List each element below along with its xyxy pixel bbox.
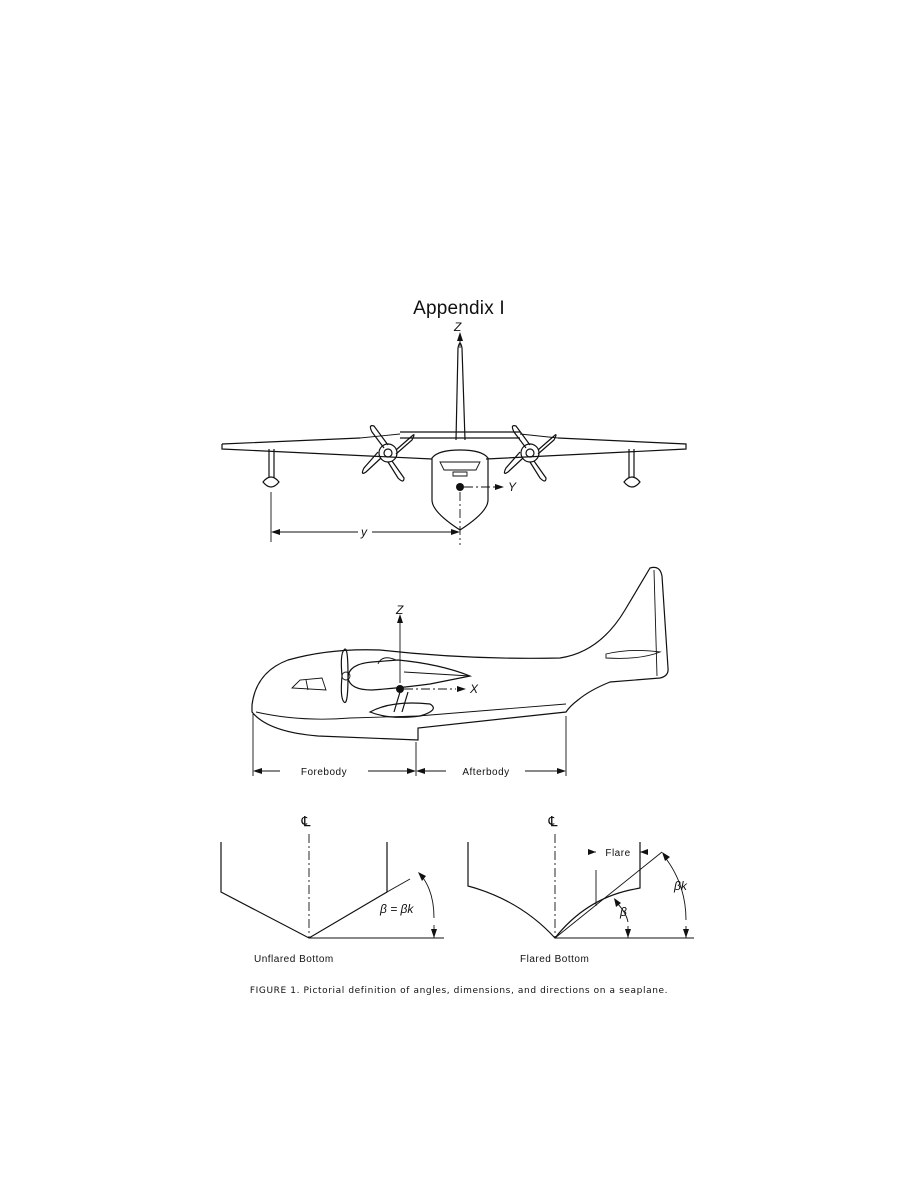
flared-title: Flared Bottom	[520, 954, 589, 965]
x-axis-label: X	[469, 682, 479, 696]
z-axis-arrow-front	[457, 332, 463, 341]
afterbody-label: Afterbody	[462, 767, 509, 778]
appendix-heading: Appendix I	[413, 298, 505, 319]
float-left	[262, 449, 280, 488]
unflared-angle-label: β = βk	[379, 902, 414, 916]
cg-origin-front	[456, 483, 464, 491]
unflared-bottom-section: ℄ β = βk Unflared Bottom	[220, 813, 444, 965]
forebody-label: Forebody	[301, 767, 347, 778]
beta-label: β	[619, 905, 627, 919]
front-view: Z Y y	[221, 320, 687, 545]
horizontal-stabilizer	[605, 649, 662, 659]
unflared-title: Unflared Bottom	[254, 954, 334, 965]
x-axis-arrow	[457, 686, 466, 692]
windshield	[439, 461, 481, 471]
hull-front	[431, 449, 489, 531]
tailplane	[400, 431, 520, 439]
y-axis-label: Y	[508, 480, 517, 494]
z-axis-label-side: Z	[395, 603, 404, 617]
engine-right	[503, 425, 557, 482]
z-axis-label-front: Z	[453, 320, 462, 334]
engine-left	[361, 425, 415, 482]
centerline-symbol-unflared: ℄	[301, 813, 311, 829]
float-strut-side	[393, 691, 409, 713]
centerline-symbol-flared: ℄	[548, 813, 558, 829]
float-side	[368, 702, 434, 718]
cg-origin-side	[396, 685, 404, 693]
float-right	[623, 449, 641, 488]
y-axis-arrow	[495, 484, 504, 490]
flare-label: Flare	[605, 848, 630, 859]
main-wing	[221, 437, 687, 460]
beta-k-label: βk	[673, 879, 688, 893]
flared-bottom-section: ℄ Flare βk β Flared Bo	[467, 813, 694, 965]
side-view: Z X Forebody Afterbody	[251, 566, 669, 778]
z-axis-arrow-side	[397, 614, 403, 623]
propeller-side	[340, 648, 349, 704]
unflared-hull-section	[220, 842, 388, 939]
tail-fin	[455, 342, 466, 441]
cockpit	[290, 677, 327, 691]
figure-caption: FIGURE 1. Pictorial definition of angles…	[249, 986, 669, 996]
span-dimension-label: y	[360, 525, 368, 539]
